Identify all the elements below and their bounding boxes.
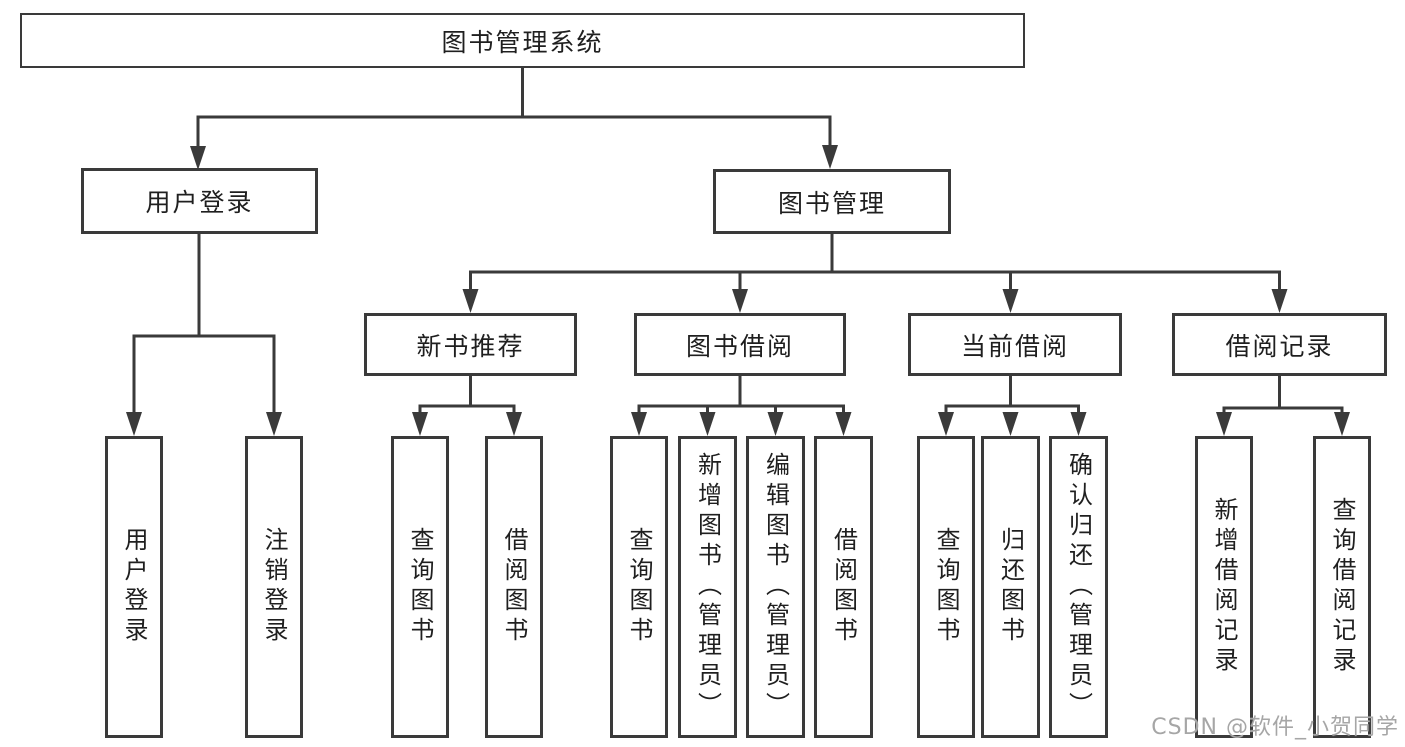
leaf-br-query-record: 查询借阅记录 bbox=[1313, 436, 1371, 738]
leaf-bb-add-books-admin-label: 新增图书（管理员） bbox=[693, 452, 722, 722]
node-book-borrow: 图书借阅 bbox=[634, 313, 846, 376]
leaf-br-query-record-label: 查询借阅记录 bbox=[1328, 497, 1356, 677]
leaf-cb-query-books: 查询图书 bbox=[917, 436, 975, 738]
watermark: CSDN @软件_小贺同学 bbox=[1151, 715, 1399, 740]
leaf-cb-query-books-label: 查询图书 bbox=[932, 527, 960, 647]
node-borrow-record: 借阅记录 bbox=[1172, 313, 1387, 376]
leaf-cb-confirm-return-admin: 确认归还（管理员） bbox=[1049, 436, 1108, 738]
leaf-bb-add-books-admin: 新增图书（管理员） bbox=[678, 436, 737, 738]
node-new-book-rec: 新书推荐 bbox=[364, 313, 577, 376]
leaf-nb-query-books: 查询图书 bbox=[391, 436, 449, 738]
connector-borrow-record-to-leaves bbox=[1222, 376, 1344, 414]
node-book-mgmt-label: 图书管理 bbox=[777, 188, 886, 218]
node-borrow-record-label: 借阅记录 bbox=[1225, 331, 1334, 361]
leaf-bb-edit-books-admin-label: 编辑图书（管理员） bbox=[761, 452, 790, 722]
node-root-label: 图书管理系统 bbox=[441, 27, 604, 57]
node-current-borrow: 当前借阅 bbox=[908, 313, 1122, 376]
connector-book-borrow-to-leaves bbox=[637, 376, 845, 414]
leaf-bb-borrow-books: 借阅图书 bbox=[814, 436, 873, 738]
connector-root-to-level2 bbox=[196, 68, 832, 147]
node-user-login-label: 用户登录 bbox=[145, 188, 254, 217]
leaf-bb-query-books: 查询图书 bbox=[610, 436, 668, 738]
leaf-br-add-record: 新增借阅记录 bbox=[1195, 436, 1253, 738]
node-new-book-rec-label: 新书推荐 bbox=[416, 331, 525, 361]
leaf-logout-label: 注销登录 bbox=[260, 527, 288, 647]
node-current-borrow-label: 当前借阅 bbox=[960, 331, 1069, 361]
leaf-user-login: 用户登录 bbox=[105, 436, 163, 738]
node-user-login: 用户登录 bbox=[81, 168, 318, 234]
leaf-nb-query-books-label: 查询图书 bbox=[406, 527, 434, 647]
leaf-logout: 注销登录 bbox=[245, 436, 303, 738]
leaf-cb-return-books-label: 归还图书 bbox=[996, 527, 1025, 647]
leaf-bb-query-books-label: 查询图书 bbox=[625, 527, 653, 647]
connector-new-book-to-leaves bbox=[418, 376, 516, 414]
connector-user-login-to-leaves bbox=[132, 234, 276, 414]
leaf-bb-edit-books-admin: 编辑图书（管理员） bbox=[746, 436, 805, 738]
connector-book-mgmt-to-level3 bbox=[469, 234, 1281, 291]
arrowheads bbox=[126, 145, 1350, 436]
leaf-br-add-record-label: 新增借阅记录 bbox=[1210, 497, 1238, 677]
leaf-bb-borrow-books-label: 借阅图书 bbox=[829, 527, 858, 647]
leaf-nb-borrow-books-label: 借阅图书 bbox=[500, 527, 528, 647]
node-root: 图书管理系统 bbox=[20, 13, 1025, 68]
connector-current-borrow-to-leaves bbox=[944, 376, 1080, 414]
leaf-cb-return-books: 归还图书 bbox=[981, 436, 1040, 738]
leaf-nb-borrow-books: 借阅图书 bbox=[485, 436, 543, 738]
leaf-user-login-label: 用户登录 bbox=[120, 527, 148, 647]
node-book-mgmt: 图书管理 bbox=[713, 169, 951, 234]
leaf-cb-confirm-return-admin-label: 确认归还（管理员） bbox=[1064, 452, 1093, 722]
node-book-borrow-label: 图书借阅 bbox=[685, 331, 794, 361]
